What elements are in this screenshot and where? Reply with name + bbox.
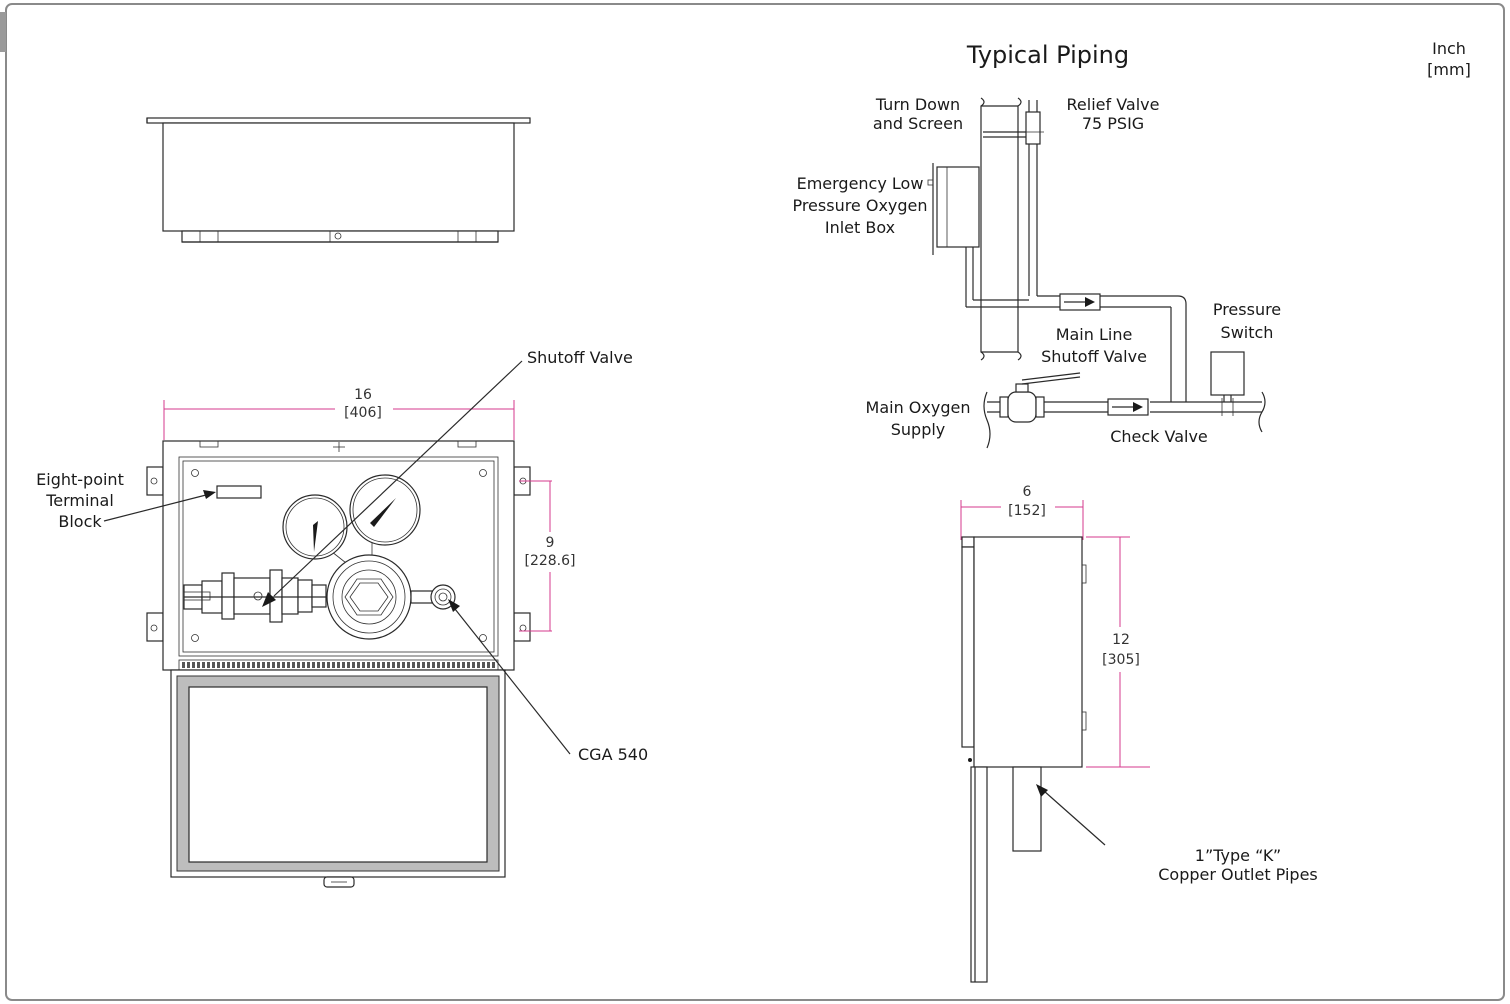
label-mainline-2: Shutoff Valve — [1041, 347, 1147, 366]
leader-terminal — [103, 494, 207, 522]
height-dim-mm: [228.6] — [524, 553, 575, 569]
units-mm: [mm] — [1427, 60, 1471, 79]
label-terminal-2: Terminal — [45, 491, 114, 510]
piping-diagram — [927, 97, 1266, 449]
label-emergency-1: Emergency Low — [797, 174, 924, 193]
label-pressure-2: Switch — [1221, 323, 1274, 342]
label-copper-1: 1”Type “K” — [1195, 846, 1281, 865]
top-view — [146, 117, 531, 243]
units-inch: Inch — [1432, 39, 1466, 58]
height-dim: 9 — [546, 535, 555, 551]
depth-dim-mm: [152] — [1008, 503, 1046, 519]
side-height-dim-mm: [305] — [1102, 652, 1140, 668]
door-view — [170, 669, 506, 888]
label-terminal-3: Block — [58, 512, 102, 531]
label-shutoff-valve: Shutoff Valve — [527, 348, 633, 367]
label-emergency-3: Inlet Box — [825, 218, 895, 237]
label-turn-down-2: and Screen — [873, 114, 963, 133]
width-dim-mm: [406] — [344, 405, 382, 421]
page-title: Typical Piping — [966, 41, 1129, 69]
label-check-valve: Check Valve — [1110, 427, 1208, 446]
label-supply-2: Supply — [891, 420, 946, 439]
label-copper-2: Copper Outlet Pipes — [1158, 865, 1318, 884]
label-pressure-1: Pressure — [1213, 300, 1281, 319]
side-view: 6 [152] 12 [305] — [960, 484, 1150, 983]
front-view: 16 [406] 9 [228.6] — [146, 387, 576, 671]
label-supply-1: Main Oxygen — [866, 398, 971, 417]
label-mainline-1: Main Line — [1056, 325, 1133, 344]
label-terminal-1: Eight-point — [36, 470, 124, 489]
label-turn-down-1: Turn Down — [875, 95, 960, 114]
side-height-dim: 12 — [1112, 632, 1130, 648]
label-emergency-2: Pressure Oxygen — [792, 196, 927, 215]
label-cga-540: CGA 540 — [578, 745, 648, 764]
leader-copper — [1043, 790, 1106, 846]
label-relief-1: Relief Valve — [1067, 95, 1160, 114]
depth-dim: 6 — [1023, 484, 1032, 500]
width-dim: 16 — [354, 387, 372, 403]
label-relief-2: 75 PSIG — [1082, 114, 1144, 133]
leader-shutoff — [273, 360, 523, 597]
leader-cga — [454, 608, 571, 755]
left-edge-marker — [0, 12, 6, 52]
